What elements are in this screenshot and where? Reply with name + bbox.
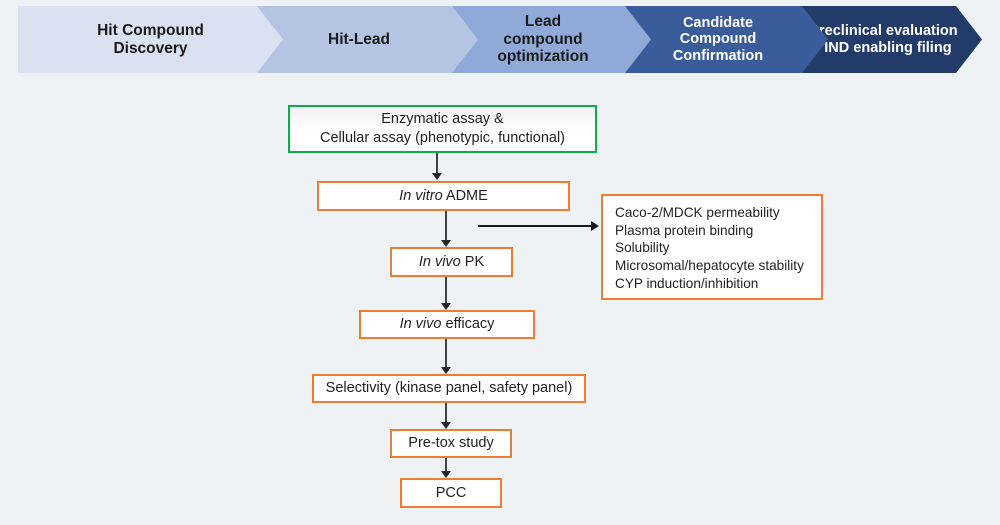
flow-box-enzymatic-cellular-assay[interactable]: Enzymatic assay & Cellular assay (phenot…: [288, 105, 597, 153]
flow-box-selectivity[interactable]: Selectivity (kinase panel, safety panel): [312, 374, 586, 403]
flow-box-label-rest: efficacy: [441, 316, 495, 333]
stage-chevron-label: Lead compound optimization: [497, 13, 589, 66]
arrow-adme-to-detail: [478, 220, 599, 232]
stage-chevron-label: Candidate Compound Confirmation: [672, 15, 764, 64]
flow-box-label: In vivo PK: [419, 253, 484, 272]
flow-box-label: In vitro ADME: [399, 187, 488, 206]
adme-detail-line: Plasma protein binding: [615, 222, 754, 238]
flow-box-label-italic: In vivo: [399, 316, 442, 333]
arrow-assay-to-adme: [431, 153, 443, 180]
arrow-pretox-to-pcc: [440, 458, 452, 478]
stage-chevron-label: Preclinical evaluation - IND enabling fi…: [809, 23, 958, 56]
flow-box-in-vitro-adme[interactable]: In vitro ADME: [317, 181, 570, 211]
arrow-adme-to-pk: [440, 211, 452, 247]
flow-box-label-italic: In vitro: [399, 187, 443, 204]
drug-discovery-stage-band: Hit Compound Discovery Hit-Lead Lead compo…: [18, 6, 982, 73]
flow-box-label-rest: PK: [460, 253, 485, 270]
flow-box-in-vivo-pk[interactable]: In vivo PK: [390, 247, 513, 277]
flow-box-label: Selectivity (kinase panel, safety panel): [325, 380, 573, 397]
stage-chevron-hit-compound-discovery[interactable]: Hit Compound Discovery: [18, 6, 283, 73]
flow-box-label-italic: In vivo: [418, 253, 461, 270]
adme-detail-line: Caco-2/MDCK permeability: [615, 205, 780, 220]
stage-chevron-label: Hit-Lead: [328, 30, 390, 48]
flow-box-label: Pre-tox study: [408, 435, 494, 452]
flow-box-label: In vivo efficacy: [400, 315, 495, 334]
flow-box-in-vivo-efficacy[interactable]: In vivo efficacy: [359, 310, 535, 339]
adme-detail-line: Solubility: [615, 240, 670, 256]
adme-detail-line: Microsomal/hepatocyte stability: [615, 258, 804, 274]
arrow-efficacy-to-select: [440, 339, 452, 374]
flow-box-label: PCC: [435, 484, 467, 501]
arrow-select-to-pretox: [440, 403, 452, 429]
flow-box-pre-tox-study[interactable]: Pre-tox study: [390, 429, 512, 458]
arrow-pk-to-efficacy: [440, 277, 452, 310]
flow-box-label: Enzymatic assay & Cellular assay (phenot…: [319, 111, 565, 146]
adme-detail-line: CYP induction/inhibition: [615, 275, 759, 291]
stage-chevron-label: Hit Compound Discovery: [97, 22, 204, 57]
flow-box-label-rest: ADME: [442, 187, 488, 204]
flow-box-pcc[interactable]: PCC: [400, 478, 502, 508]
